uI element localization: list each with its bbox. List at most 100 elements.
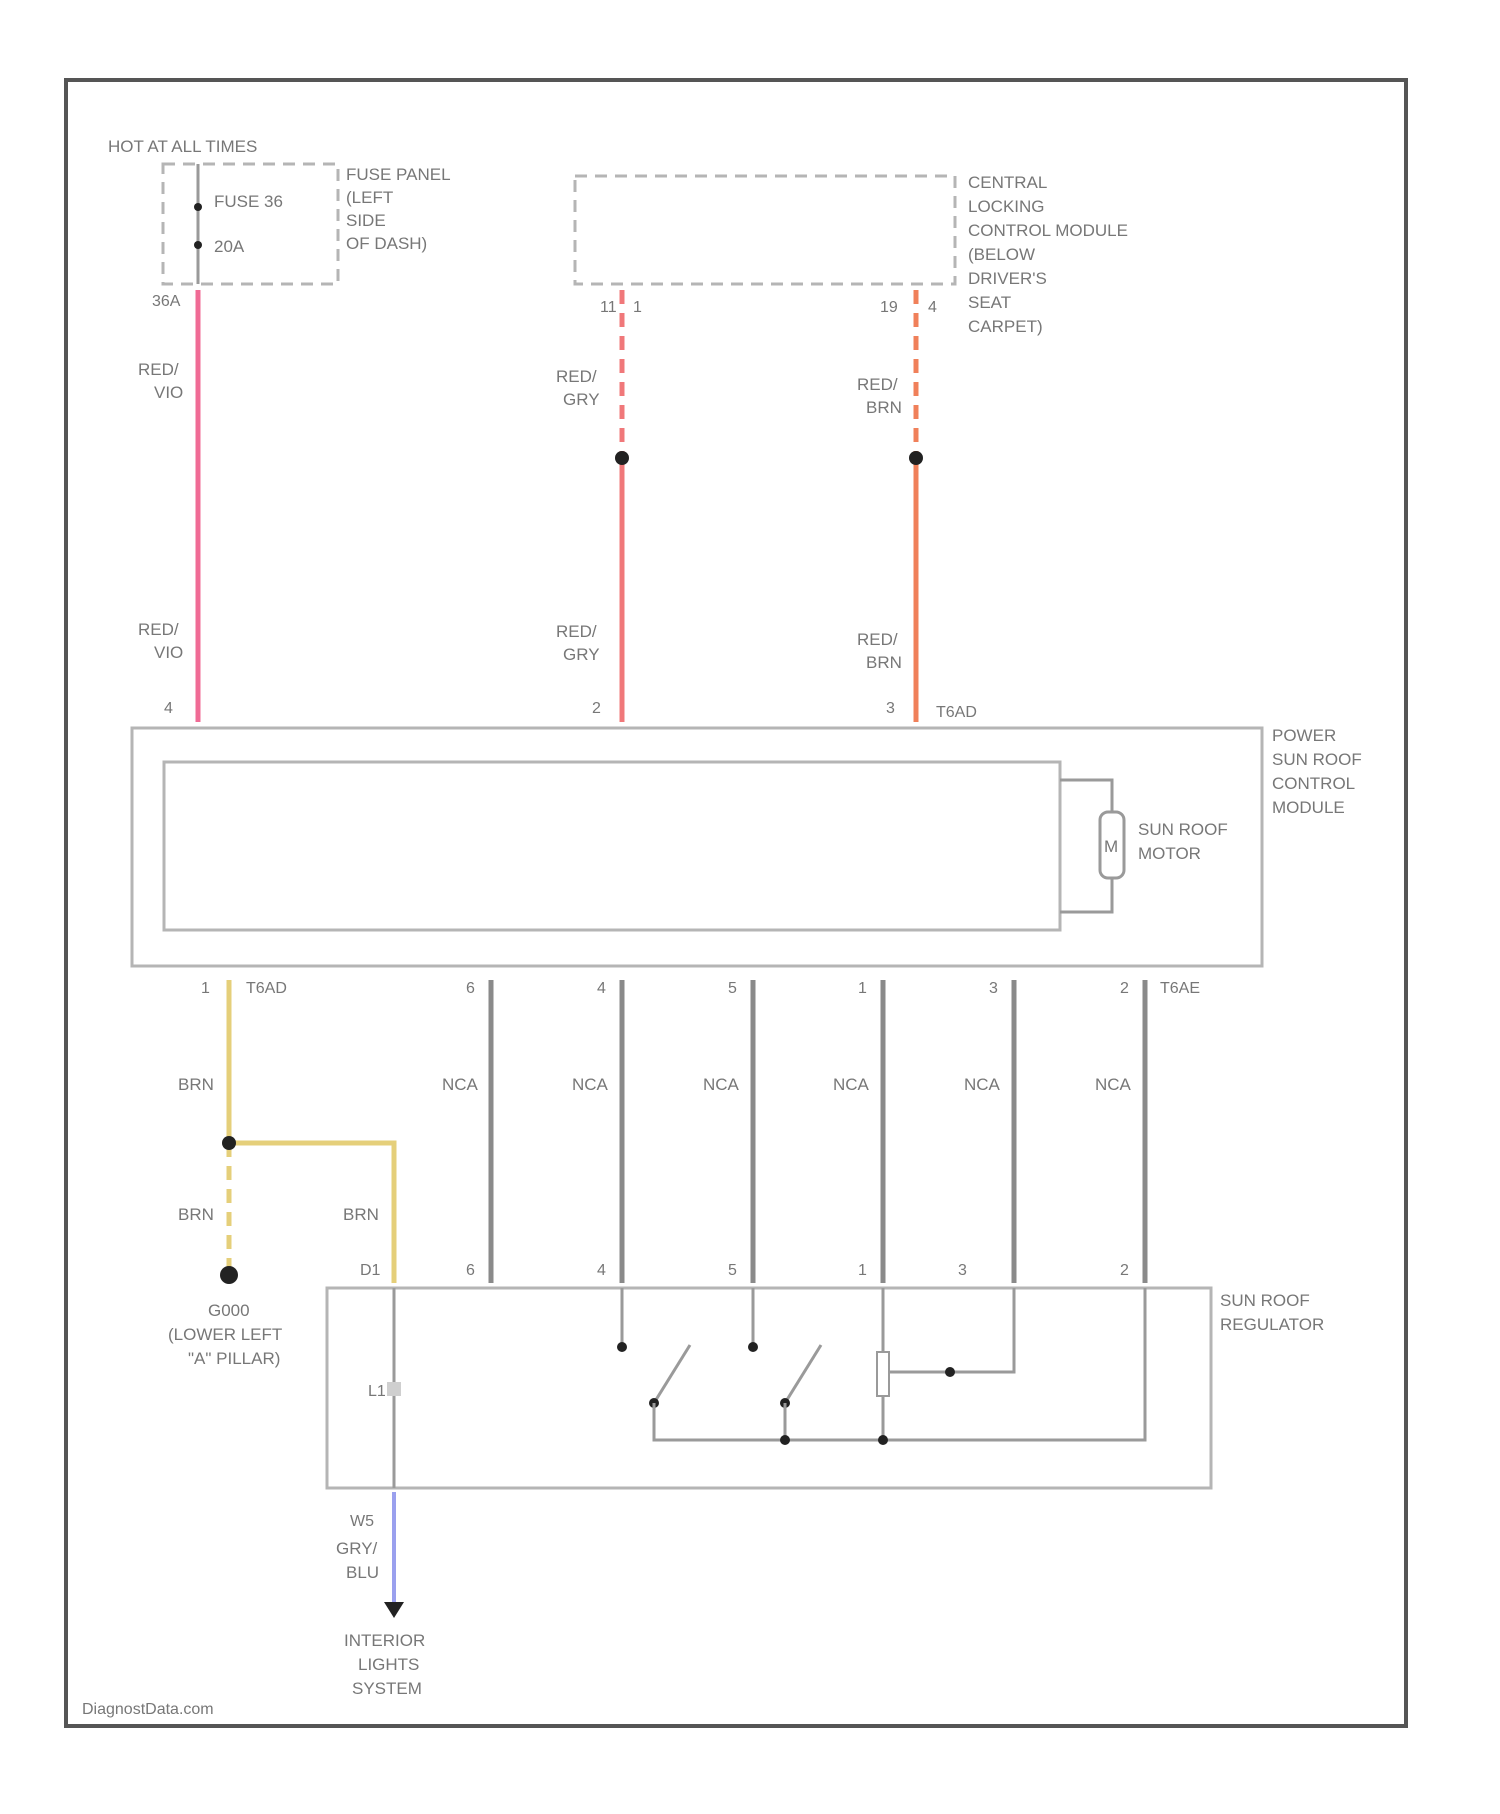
ground-label-3: "A" PILLAR) [188,1349,280,1368]
wire-color-label: BRN [178,1075,214,1094]
power-sunroof-control-module: M SUN ROOF MOTOR POWER SUN ROOF CONTROL … [132,726,1362,966]
wire-color-label: BRN [343,1205,379,1224]
regulator-box [327,1288,1211,1488]
wire-color-label: RED/ [556,622,597,641]
pin-number: 5 [728,980,737,997]
ground-point: G000 (LOWER LEFT "A" PILLAR) [168,1301,282,1368]
wire-color-label: BRN [866,653,902,672]
central-locking-pin: 4 [928,299,937,316]
splice-dot [615,451,629,465]
fuse-terminal-label: 36A [152,293,181,310]
wire-color-label: GRY/ [336,1539,378,1558]
fuse-name: FUSE 36 [214,192,283,211]
control-module-label-4: MODULE [1272,798,1345,817]
pin-number: 2 [592,700,601,717]
central-locking-label-3: CONTROL MODULE [968,221,1128,240]
fuse-terminal-dot [194,241,202,249]
lights-label-1: INTERIOR [344,1631,425,1650]
wire-color-label: GRY [563,390,600,409]
lamp-label: L1 [368,1383,386,1400]
pin-number: 3 [886,700,895,717]
wire-color-label: BRN [178,1205,214,1224]
motor-m-label: M [1104,837,1118,856]
splice-dot [909,451,923,465]
central-locking-label-5: DRIVER'S [968,269,1047,288]
bottom-connector: 1 T6AD 6 4 5 1 3 2 T6AE BRN BRN BRN NCA … [178,980,1200,1284]
wire-color-label: NCA [833,1075,870,1094]
arrow-down-icon [384,1602,404,1618]
wire-color-label: RED/ [138,360,179,379]
control-module-inner [164,762,1060,930]
sunroof-motor-label-2: MOTOR [1138,844,1201,863]
lamp-symbol [387,1382,401,1396]
sunroof-motor-label-1: SUN ROOF [1138,820,1228,839]
fuse-panel: HOT AT ALL TIMES FUSE 36 20A FUSE PANEL … [108,137,451,310]
wire-color-label: NCA [1095,1075,1132,1094]
diagram-frame [66,80,1406,1726]
common-bus [654,1288,1145,1440]
wire-color-label: VIO [154,383,183,402]
wiper-line [889,1288,1014,1372]
pin-number: 5 [728,1262,737,1279]
control-module-label-1: POWER [1272,726,1336,745]
fuse-panel-label-3: SIDE [346,211,386,230]
pin-number: 3 [958,1262,967,1279]
wire-color-label: NCA [964,1075,1001,1094]
switch-blade [785,1345,821,1403]
hot-at-all-times-label: HOT AT ALL TIMES [108,137,257,156]
wire-color-label: RED/ [857,630,898,649]
splice-dot [222,1136,236,1150]
ground-label-1: G000 [208,1301,250,1320]
fuse-terminal-dot [194,203,202,211]
pin-number: 1 [858,1262,867,1279]
resistor-symbol [877,1352,889,1396]
junction-dot [878,1435,888,1445]
junction-dot [780,1435,790,1445]
lights-label-3: SYSTEM [352,1679,422,1698]
central-locking-label-6: SEAT [968,293,1011,312]
wire-color-label: BRN [866,398,902,417]
regulator-label-2: REGULATOR [1220,1315,1324,1334]
switch-contact [748,1342,758,1352]
motor-lead [1060,780,1112,812]
pin-number: 4 [597,1262,606,1279]
top-wires: RED/ VIO RED/ VIO RED/ GRY RED/ GRY RED/… [138,290,977,722]
lights-label-2: LIGHTS [358,1655,419,1674]
fuse-rating: 20A [214,237,245,256]
central-locking-pin: 1 [633,299,642,316]
pin-number: 3 [989,980,998,997]
fuse-panel-label-2: (LEFT [346,188,393,207]
pin-number: 2 [1120,1262,1129,1279]
ground-dot [220,1266,238,1284]
central-locking-pin: 11 [600,299,617,316]
pin-number: 4 [164,700,173,717]
regulator-label-1: SUN ROOF [1220,1291,1310,1310]
central-locking-pin: 19 [880,299,898,316]
switch-contact [617,1342,627,1352]
connector-label: T6AD [936,704,977,721]
wire-color-label: NCA [572,1075,609,1094]
central-locking-module: CENTRAL LOCKING CONTROL MODULE (BELOW DR… [575,173,1128,336]
control-module-label-2: SUN ROOF [1272,750,1362,769]
pin-number: 1 [858,980,867,997]
pin-number: D1 [360,1262,381,1279]
central-locking-box [575,176,955,284]
junction-dot [945,1367,955,1377]
pin-number: 2 [1120,980,1129,997]
wire-color-label: VIO [154,643,183,662]
wire-color-label: NCA [442,1075,479,1094]
central-locking-label-7: CARPET) [968,317,1043,336]
pin-number: 6 [466,980,475,997]
wire-color-label: NCA [703,1075,740,1094]
fuse-panel-label-1: FUSE PANEL [346,165,451,184]
terminal-label: W5 [350,1513,374,1530]
pin-number: 1 [201,980,210,997]
pin-number: 4 [597,980,606,997]
wire-color-label: BLU [346,1563,379,1582]
motor-lead [1060,878,1112,912]
wire-color-label: GRY [563,645,600,664]
connector-label: T6AE [1160,980,1200,997]
watermark: DiagnostData.com [82,1701,214,1718]
central-locking-label-4: (BELOW [968,245,1035,264]
